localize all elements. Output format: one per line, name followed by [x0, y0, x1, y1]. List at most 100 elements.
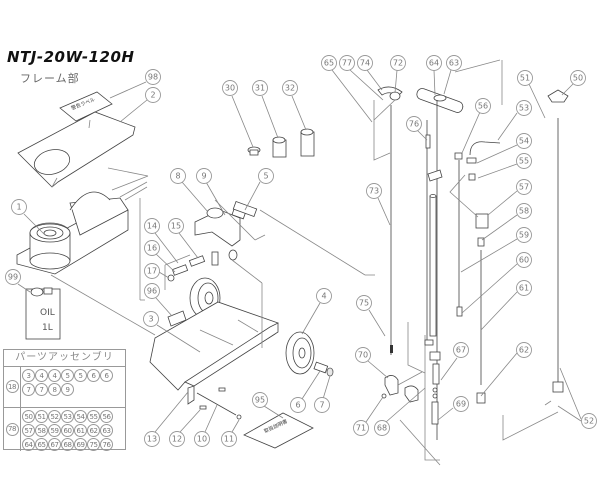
- callout-9: 9: [196, 168, 226, 216]
- svg-text:57: 57: [519, 183, 529, 192]
- svg-text:61: 61: [519, 284, 529, 293]
- plug-parts: [247, 128, 315, 158]
- callout-17: 17: [144, 263, 170, 279]
- svg-text:15: 15: [171, 222, 181, 231]
- assembly-part-number: 63: [100, 424, 113, 437]
- svg-text:55: 55: [519, 157, 529, 166]
- svg-text:65: 65: [324, 59, 334, 68]
- svg-text:99: 99: [8, 273, 18, 282]
- callout-76: 76: [406, 116, 428, 141]
- callout-7: 7: [314, 375, 331, 413]
- assembly-part-number: 58: [35, 424, 48, 437]
- callout-70: 70: [355, 347, 389, 379]
- callout-30: 30: [222, 80, 254, 148]
- callout-54: 54: [476, 133, 532, 164]
- callout-99: 99: [5, 269, 31, 293]
- oil-can-text-2: 1L: [42, 323, 53, 333]
- svg-text:4: 4: [321, 292, 326, 301]
- assembly-part-number: 51: [35, 410, 48, 423]
- callout-65: 65: [321, 55, 373, 123]
- callout-12: 12: [169, 409, 201, 447]
- pedal-bracket-part: [381, 371, 423, 403]
- svg-text:96: 96: [147, 287, 157, 296]
- model-title: NTJ-20W-120H: [7, 48, 135, 66]
- callout-73: 73: [366, 183, 391, 226]
- callout-71: 71: [353, 396, 384, 436]
- callout-63: 63: [443, 55, 462, 95]
- assembly-part-number: 4: [48, 369, 61, 382]
- release-valve-part: [164, 251, 219, 290]
- svg-text:71: 71: [356, 424, 366, 433]
- release-rod-part: [449, 141, 501, 404]
- callout-74: 74: [357, 55, 383, 91]
- callout-3: 3: [143, 311, 201, 353]
- svg-text:73: 73: [369, 187, 379, 196]
- svg-text:3: 3: [148, 315, 153, 324]
- svg-text:52: 52: [584, 417, 594, 426]
- assembly-part-number: 64: [22, 438, 35, 451]
- assembly-part-number: 75: [87, 438, 100, 451]
- callout-6: 6: [290, 370, 321, 413]
- svg-text:50: 50: [573, 74, 583, 83]
- section-title: フレーム部: [20, 72, 80, 85]
- callout-56: 56: [461, 98, 491, 154]
- svg-text:30: 30: [225, 84, 235, 93]
- svg-text:53: 53: [519, 104, 529, 113]
- front-wheel-part: [285, 331, 334, 377]
- callout-8: 8: [170, 168, 209, 213]
- callout-31: 31: [252, 80, 279, 139]
- svg-text:72: 72: [393, 59, 403, 68]
- svg-text:2: 2: [150, 91, 155, 100]
- svg-text:70: 70: [358, 351, 368, 360]
- svg-text:77: 77: [342, 59, 352, 68]
- svg-text:1: 1: [16, 203, 21, 212]
- assembly-part-number: 57: [22, 424, 35, 437]
- svg-text:74: 74: [360, 59, 370, 68]
- assembly-part-number: 68: [61, 438, 74, 451]
- callout-10: 10: [194, 404, 218, 447]
- callout-51: 51: [517, 70, 546, 119]
- svg-text:62: 62: [519, 346, 529, 355]
- svg-text:68: 68: [377, 424, 387, 433]
- callout-16: 16: [144, 240, 176, 273]
- callout-58: 58: [481, 203, 532, 241]
- handle-pivot-part: [373, 86, 403, 161]
- callout-2: 2: [119, 87, 161, 123]
- assembly-part-number: 55: [87, 410, 100, 423]
- assembly-part-number: 4: [35, 369, 48, 382]
- bracket-part: [425, 134, 443, 182]
- svg-text:7: 7: [319, 401, 324, 410]
- svg-text:56: 56: [478, 102, 488, 111]
- lower-spring-assembly: [399, 322, 441, 466]
- callout-13: 13: [144, 391, 189, 447]
- svg-text:17: 17: [147, 267, 157, 276]
- callout-67: 67: [440, 342, 469, 381]
- assembly-part-number: 6: [87, 369, 100, 382]
- svg-text:51: 51: [520, 74, 530, 83]
- assembly-part-number: 69: [74, 438, 87, 451]
- assembly-part-number: 60: [61, 424, 74, 437]
- callout-57: 57: [487, 179, 532, 216]
- callout-77: 77: [339, 55, 384, 101]
- oil-can-text-1: OIL: [40, 308, 55, 318]
- callout-68: 68: [374, 387, 426, 436]
- svg-text:76: 76: [409, 120, 419, 129]
- assembly-part-number: 50: [22, 410, 35, 423]
- assembly-part-number: 7: [22, 383, 35, 396]
- assembly-table-title: パーツアッセンブリ: [4, 350, 125, 367]
- assembly-part-number: 9: [61, 383, 74, 396]
- svg-text:60: 60: [519, 256, 529, 265]
- assembly-part-number: 54: [74, 410, 87, 423]
- callout-72: 72: [390, 55, 406, 94]
- callout-15: 15: [168, 218, 199, 259]
- callout-64: 64: [426, 55, 442, 96]
- svg-text:14: 14: [147, 222, 157, 231]
- svg-text:9: 9: [201, 172, 206, 181]
- svg-text:63: 63: [449, 59, 459, 68]
- manual-part: 取扱説明書: [243, 412, 314, 449]
- main-tube-part: [502, 89, 569, 441]
